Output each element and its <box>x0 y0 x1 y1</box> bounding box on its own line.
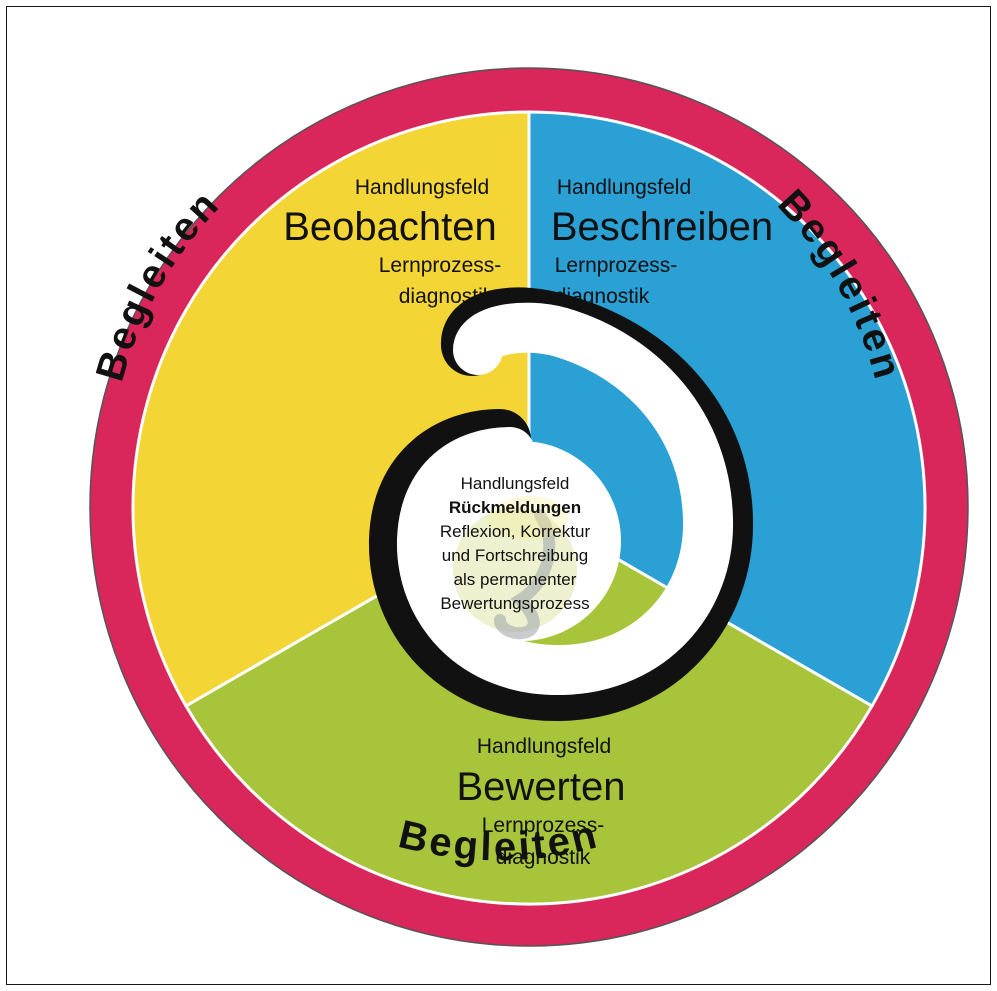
bewerten-title: Bewerten <box>457 765 626 809</box>
beschreiben-line2: diagnostik <box>555 285 650 308</box>
beschreiben-line1: Lernprozess- <box>555 254 678 277</box>
label-beschreiben: Handlungsfeld Beschreiben Lernprozess- d… <box>551 176 773 308</box>
beobachten-title: Beobachten <box>283 205 497 249</box>
beobachten-line2: diagnostik <box>399 285 494 308</box>
center-line2: und Fortschreibung <box>442 546 588 565</box>
center-prefix: Handlungsfeld <box>461 474 570 493</box>
beschreiben-title: Beschreiben <box>551 205 773 249</box>
feedback-spiral <box>369 287 754 722</box>
beobachten-prefix: Handlungsfeld <box>355 176 489 199</box>
center-line1: Reflexion, Korrektur <box>440 522 591 541</box>
center-title: Rückmeldungen <box>449 498 581 517</box>
center-line3: als permanenter <box>454 570 577 589</box>
beobachten-line1: Lernprozess- <box>379 254 502 277</box>
label-bewerten: Handlungsfeld Bewerten Lernprozess- diag… <box>457 735 626 869</box>
center-line4: Bewertungsprozess <box>440 594 589 613</box>
label-beobachten: Handlungsfeld Beobachten Lernprozess- di… <box>283 176 501 308</box>
bewerten-line1: Lernprozess- <box>482 814 605 837</box>
diagram-frame <box>6 6 991 985</box>
bewerten-line2: diagnostik <box>496 846 591 869</box>
label-rueckmeldungen: Handlungsfeld Rückmeldungen Reflexion, K… <box>440 474 591 613</box>
bewerten-prefix: Handlungsfeld <box>477 735 611 758</box>
segment-beschreiben <box>527 110 927 709</box>
beschreiben-prefix: Handlungsfeld <box>557 176 691 199</box>
